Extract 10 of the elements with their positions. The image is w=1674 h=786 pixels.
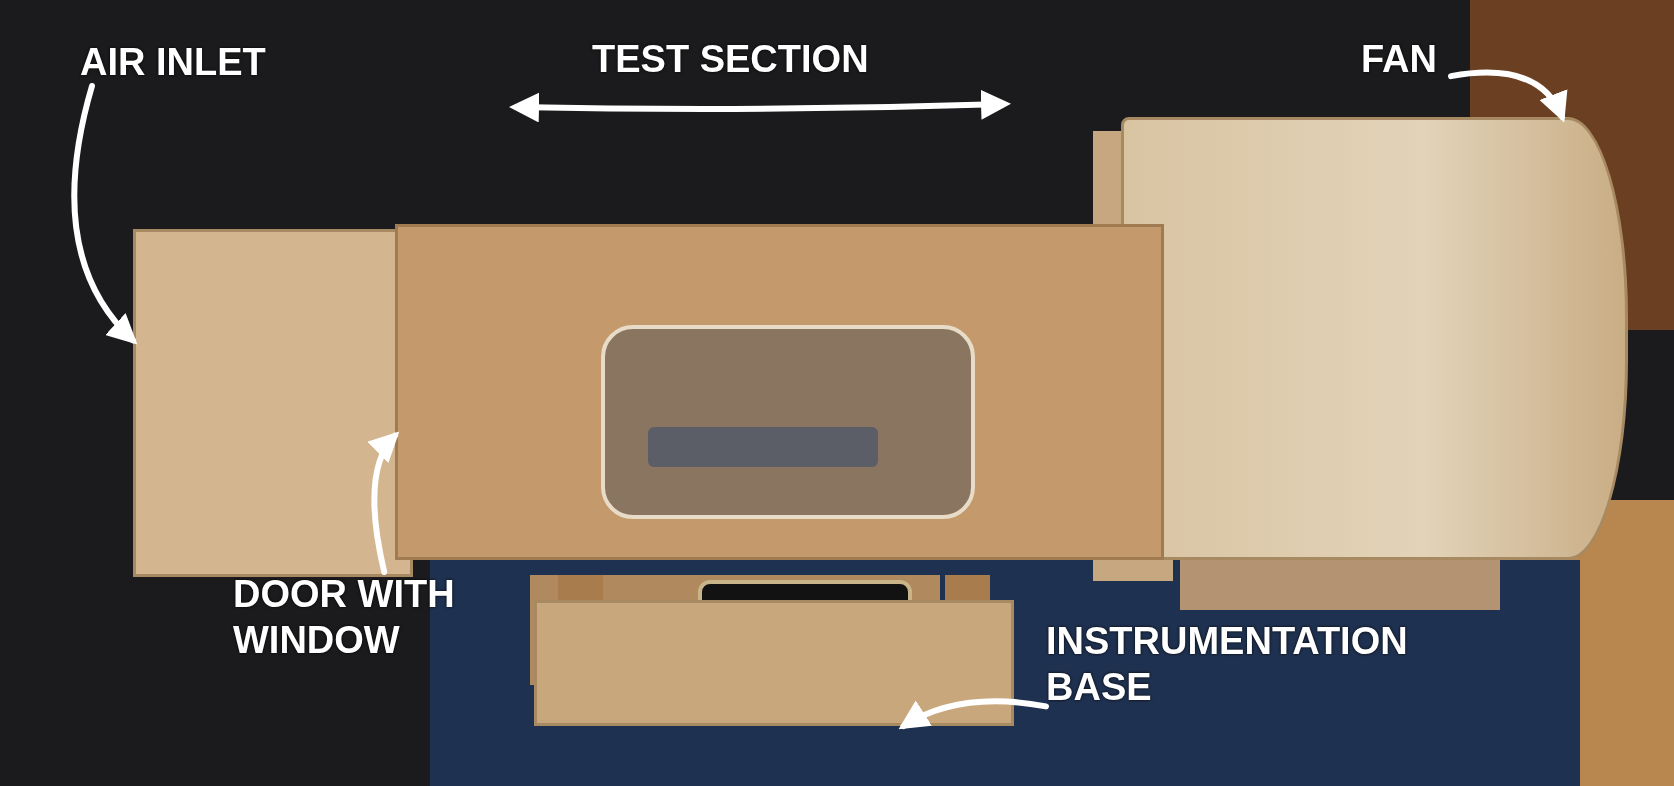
cardboard-box bbox=[395, 224, 1164, 560]
leader-arrow bbox=[367, 431, 399, 575]
cardboard-box bbox=[534, 600, 1014, 726]
annotation-text: DOOR WITH WINDOW bbox=[233, 572, 508, 664]
leader-arrow bbox=[71, 83, 138, 345]
cardboard-box bbox=[133, 229, 413, 577]
section-label: TEST SECTION bbox=[592, 37, 870, 82]
annotation-text: FAN bbox=[1361, 37, 1451, 83]
annotation-text: AIR INLET bbox=[80, 40, 320, 86]
annotation-text: INSTRUMENTATION BASE bbox=[1046, 619, 1506, 711]
